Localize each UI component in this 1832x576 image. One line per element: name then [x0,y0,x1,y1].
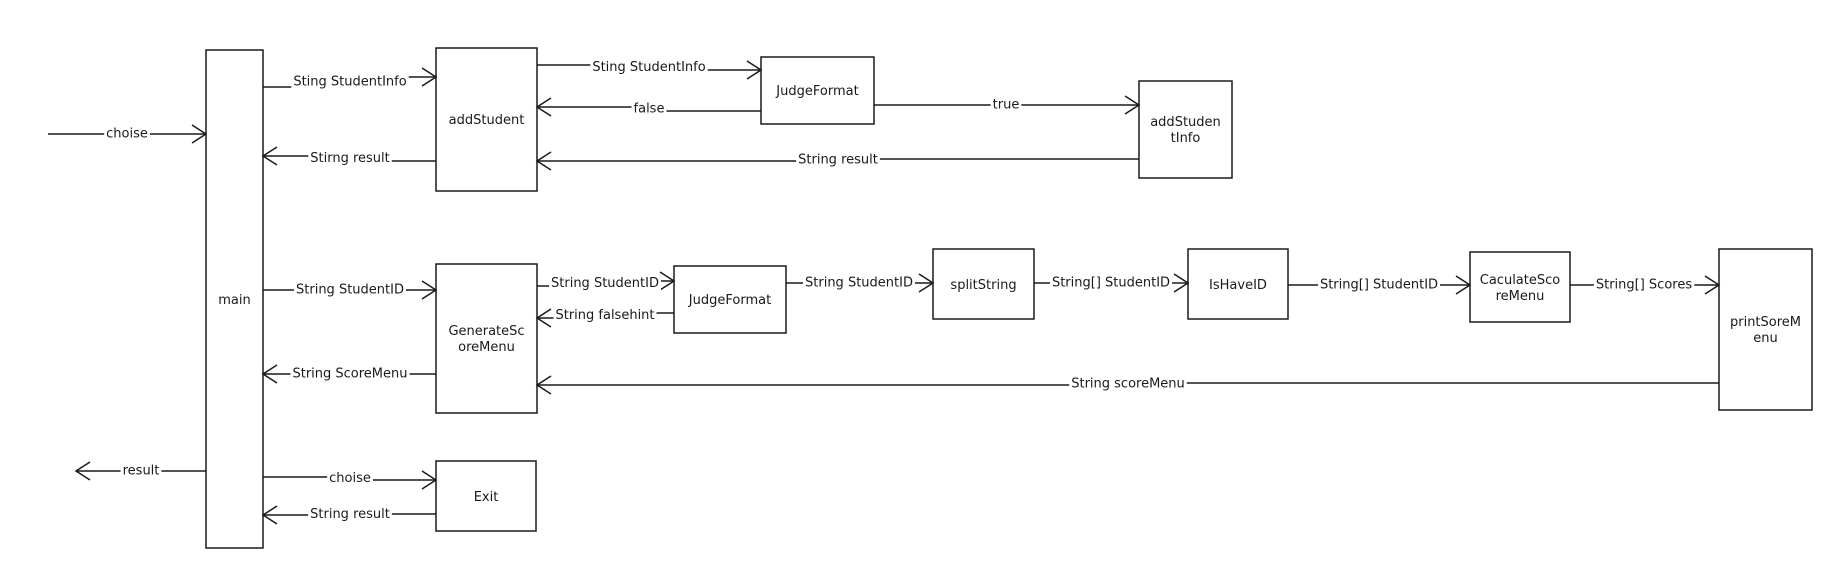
arrow-main-to-addStudent-head [421,67,438,87]
box-addStudent: addStudent [435,47,538,192]
arrow-input-choise-label: choise [106,127,148,142]
box-main: main [205,49,264,549]
arrow-main-to-generateScoreMenu-head [421,280,438,300]
arrow-main-to-exit-label-bg [327,471,373,486]
arrow-exit-to-main: String result [261,505,436,525]
arrow-addStudentInfo-to-addStudent-label-bg [796,152,880,168]
arrow-caculateScoreMenu-to-printScoreMenu-label: String[] Scores [1596,278,1692,293]
arrow-addStudent-to-judgeFormat: Sting StudentInfo [537,60,763,80]
arrow-input-choise-head [191,124,208,144]
arrow-judgeFormat-to-addStudent-label-bg [631,101,667,117]
box-exit: Exit [435,460,537,532]
arrow-generateScoreMenu-to-judgeFormat: String StudentID [537,271,676,291]
arrow-judgeFormat-to-generateScoreMenu-label: String falsehint [555,308,654,323]
box-isHaveID-label: IsHaveID [1209,278,1267,293]
arrow-splitString-to-isHaveID-head [1173,273,1190,293]
arrow-judgeFormat-to-splitString-head [918,273,935,293]
box-splitString-label: splitString [950,278,1016,293]
arrow-addStudent-to-judgeFormat-label-bg [590,60,708,75]
box-splitString: splitString [932,248,1035,320]
box-judgeFormat-2: JudgeFormat [673,265,787,334]
arrow-generateScoreMenu-to-main-label: String ScoreMenu [292,367,407,382]
arrow-main-to-addStudent-label: Sting StudentInfo [293,75,406,90]
arrow-judgeFormat-to-addStudentInfo-head [1124,95,1141,115]
arrow-splitString-to-isHaveID: String[] StudentID [1034,273,1190,293]
arrow-judgeFormat-to-addStudent: false [535,97,761,117]
arrow-splitString-to-isHaveID-label-bg [1049,275,1173,291]
box-judgeFormat-1-label: JudgeFormat [775,84,858,99]
box-main-label: main [218,293,250,308]
arrow-caculateScoreMenu-to-printScoreMenu-head [1704,275,1721,295]
arrow-generateScoreMenu-to-main-label-bg [290,366,410,382]
arrow-addStudent-to-judgeFormat-head [746,60,763,80]
arrow-judgeFormat-to-addStudent-head [535,97,552,117]
arrow-judgeFormat-to-generateScoreMenu-head [535,308,552,328]
arrow-addStudent-to-main-label-bg [308,151,392,166]
arrow-judgeFormat-to-addStudentInfo-label: true [993,98,1020,113]
arrow-isHaveID-to-caculateScoreMenu-head [1455,275,1472,295]
box-judgeFormat-1: JudgeFormat [760,56,875,125]
arrow-generateScoreMenu-to-main: String ScoreMenu [261,364,436,384]
arrow-addStudent-to-judgeFormat-label: Sting StudentInfo [592,60,705,75]
arrow-judgeFormat-to-addStudentInfo-label-bg [990,97,1022,113]
arrow-printScoreMenu-to-generateScoreMenu-label-bg [1069,376,1187,392]
arrow-judgeFormat-to-splitString-label: String StudentID [805,276,913,291]
arrow-main-to-generateScoreMenu-label: String StudentID [296,283,404,298]
arrow-exit-to-main-label: String result [310,507,390,522]
arrow-printScoreMenu-to-generateScoreMenu: String scoreMenu [535,375,1719,395]
arrow-splitString-to-isHaveID-label: String[] StudentID [1052,276,1170,291]
arrow-judgeFormat-to-splitString-label-bg [803,275,915,291]
arrow-isHaveID-to-caculateScoreMenu-label-bg [1317,277,1441,293]
box-addStudent-label: addStudent [449,113,525,128]
arrow-judgeFormat-to-splitString: String StudentID [786,273,935,293]
arrow-caculateScoreMenu-to-printScoreMenu: String[] Scores [1570,275,1721,295]
arrow-main-to-exit: choise [263,470,438,490]
arrow-output-result: result [74,461,206,481]
box-isHaveID: IsHaveID [1187,248,1289,320]
box-judgeFormat-2-label: JudgeFormat [688,293,771,308]
arrow-input-choise: choise [48,124,208,144]
arrow-addStudentInfo-to-addStudent-head [535,151,552,171]
arrow-output-result-head [74,461,91,481]
arrow-addStudent-to-main-label: Stirng result [310,151,389,166]
arrow-addStudent-to-main-head [261,146,278,166]
arrow-isHaveID-to-caculateScoreMenu: String[] StudentID [1288,275,1472,295]
arrow-main-to-addStudent: Sting StudentInfo [263,67,438,90]
arrow-generateScoreMenu-to-judgeFormat-label: String StudentID [551,276,659,291]
arrow-main-to-generateScoreMenu-label-bg [294,282,406,298]
arrow-exit-to-main-head [261,505,278,525]
arrow-output-result-label-bg [120,463,162,479]
arrow-caculateScoreMenu-to-printScoreMenu-label-bg [1593,277,1695,293]
arrow-addStudentInfo-to-addStudent: String result [535,151,1139,171]
arrow-generateScoreMenu-to-main-head [261,364,278,384]
box-exit-label: Exit [474,490,499,505]
arrow-main-to-addStudent-label-bg [291,74,409,90]
arrow-main-to-exit-head [421,470,438,490]
arrow-addStudent-to-main: Stirng result [261,146,436,166]
arrow-judgeFormat-to-generateScoreMenu-label-bg [553,308,657,323]
arrow-printScoreMenu-to-generateScoreMenu-label: String scoreMenu [1071,377,1185,392]
arrow-generateScoreMenu-to-judgeFormat-head [659,271,676,291]
arrow-main-to-generateScoreMenu: String StudentID [263,280,438,300]
arrow-exit-to-main-label-bg [308,507,392,522]
arrow-printScoreMenu-to-generateScoreMenu-head [535,375,552,395]
arrow-output-result-label: result [123,464,160,479]
arrow-addStudentInfo-to-addStudent-label: String result [798,153,878,168]
arrow-generateScoreMenu-to-judgeFormat-label-bg [549,276,661,291]
arrow-input-choise-label-bg [104,126,150,142]
arrow-isHaveID-to-caculateScoreMenu-label: String[] StudentID [1320,278,1438,293]
arrow-main-to-exit-label: choise [329,471,371,486]
arrow-judgeFormat-to-addStudent-label: false [634,102,665,117]
arrow-judgeFormat-to-generateScoreMenu: String falsehint [535,308,674,328]
arrow-judgeFormat-to-addStudentInfo: true [874,95,1141,115]
